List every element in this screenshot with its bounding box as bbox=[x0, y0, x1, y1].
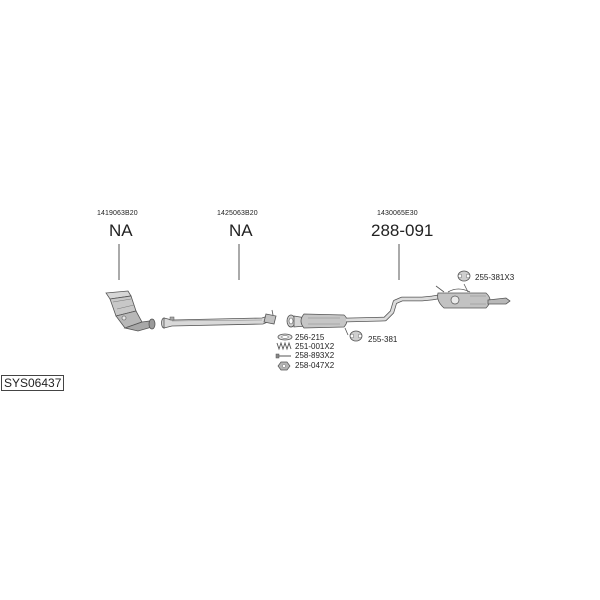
rear-oem-number: 1430065E30 bbox=[377, 210, 418, 217]
rear-part-number[interactable]: 288-091 bbox=[371, 221, 434, 240]
nut-icon bbox=[277, 361, 291, 371]
rubber-hanger-icon bbox=[349, 330, 363, 342]
rubber-hanger-icon bbox=[457, 270, 471, 282]
accessory-label-gasket[interactable]: 256-215 bbox=[295, 333, 325, 342]
middle-pipe[interactable] bbox=[161, 309, 277, 329]
front-catalytic-converter[interactable] bbox=[105, 290, 156, 332]
gasket-ring-icon bbox=[277, 333, 293, 341]
accessory-label-spring[interactable]: 251-001X2 bbox=[295, 342, 335, 351]
spring-icon bbox=[276, 341, 292, 351]
front-part-number[interactable]: NA bbox=[109, 221, 133, 240]
accessory-label-hanger-rear[interactable]: 255-381X3 bbox=[475, 273, 515, 282]
accessory-label-bolt[interactable]: 258-893X2 bbox=[295, 351, 335, 360]
middle-oem-number: 1425063B20 bbox=[217, 210, 258, 217]
bolt-icon bbox=[275, 353, 291, 359]
front-oem-number: 1419063B20 bbox=[97, 210, 138, 217]
accessory-label-nut[interactable]: 258-047X2 bbox=[295, 361, 335, 370]
middle-part-number[interactable]: NA bbox=[229, 221, 253, 240]
system-code-label: SYS06437 bbox=[1, 375, 65, 391]
rear-exhaust-section[interactable] bbox=[286, 283, 511, 336]
accessory-label-hanger-center[interactable]: 255-381 bbox=[368, 335, 398, 344]
